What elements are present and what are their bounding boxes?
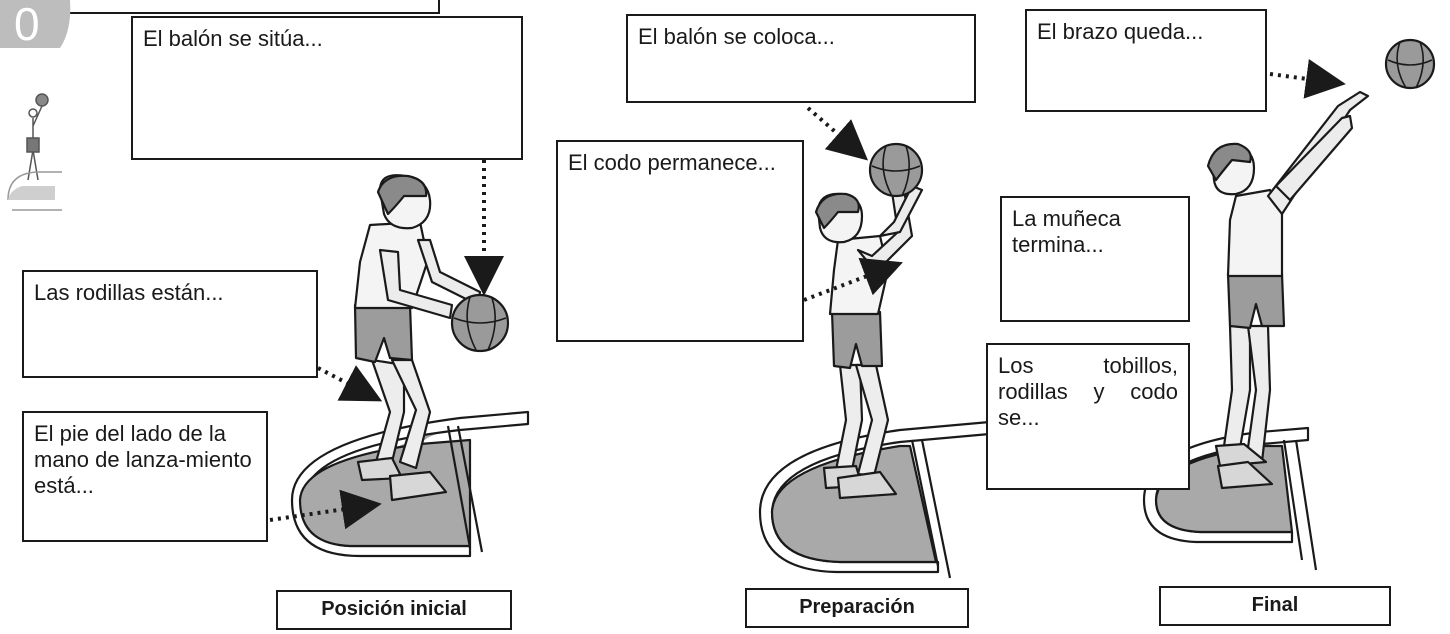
box-ball-initial: El balón se sitúa... [131, 16, 523, 160]
box-knees: Las rodillas están... [22, 270, 318, 378]
section-badge-icon: 0 [0, 0, 71, 50]
caption-prep: Preparación [745, 588, 969, 628]
player-initial-figure [290, 174, 530, 558]
header-frame-line [0, 0, 440, 14]
box-ankles: Los tobillos, rodillas y codo se... [986, 343, 1190, 490]
arrow-ball-prep [806, 106, 869, 161]
box-wrist: La muñeca termina... [1000, 196, 1190, 322]
arrow-elbow [803, 257, 903, 302]
arrow-foot [269, 489, 382, 530]
arrow-knees [317, 365, 383, 402]
box-elbow: El codo permanece... [556, 140, 804, 342]
caption-final: Final [1159, 586, 1391, 626]
arrow-arm [1269, 59, 1346, 99]
box-foot: El pie del lado de la mano de lanza-mien… [22, 411, 268, 542]
svg-text:0: 0 [14, 0, 40, 50]
box-ball-prep: El balón se coloca... [626, 14, 976, 103]
thumbnail-player-icon [7, 93, 62, 211]
caption-initial: Posición inicial [276, 590, 512, 630]
box-arm: El brazo queda... [1025, 9, 1267, 112]
pointer-arrows [269, 59, 1346, 530]
